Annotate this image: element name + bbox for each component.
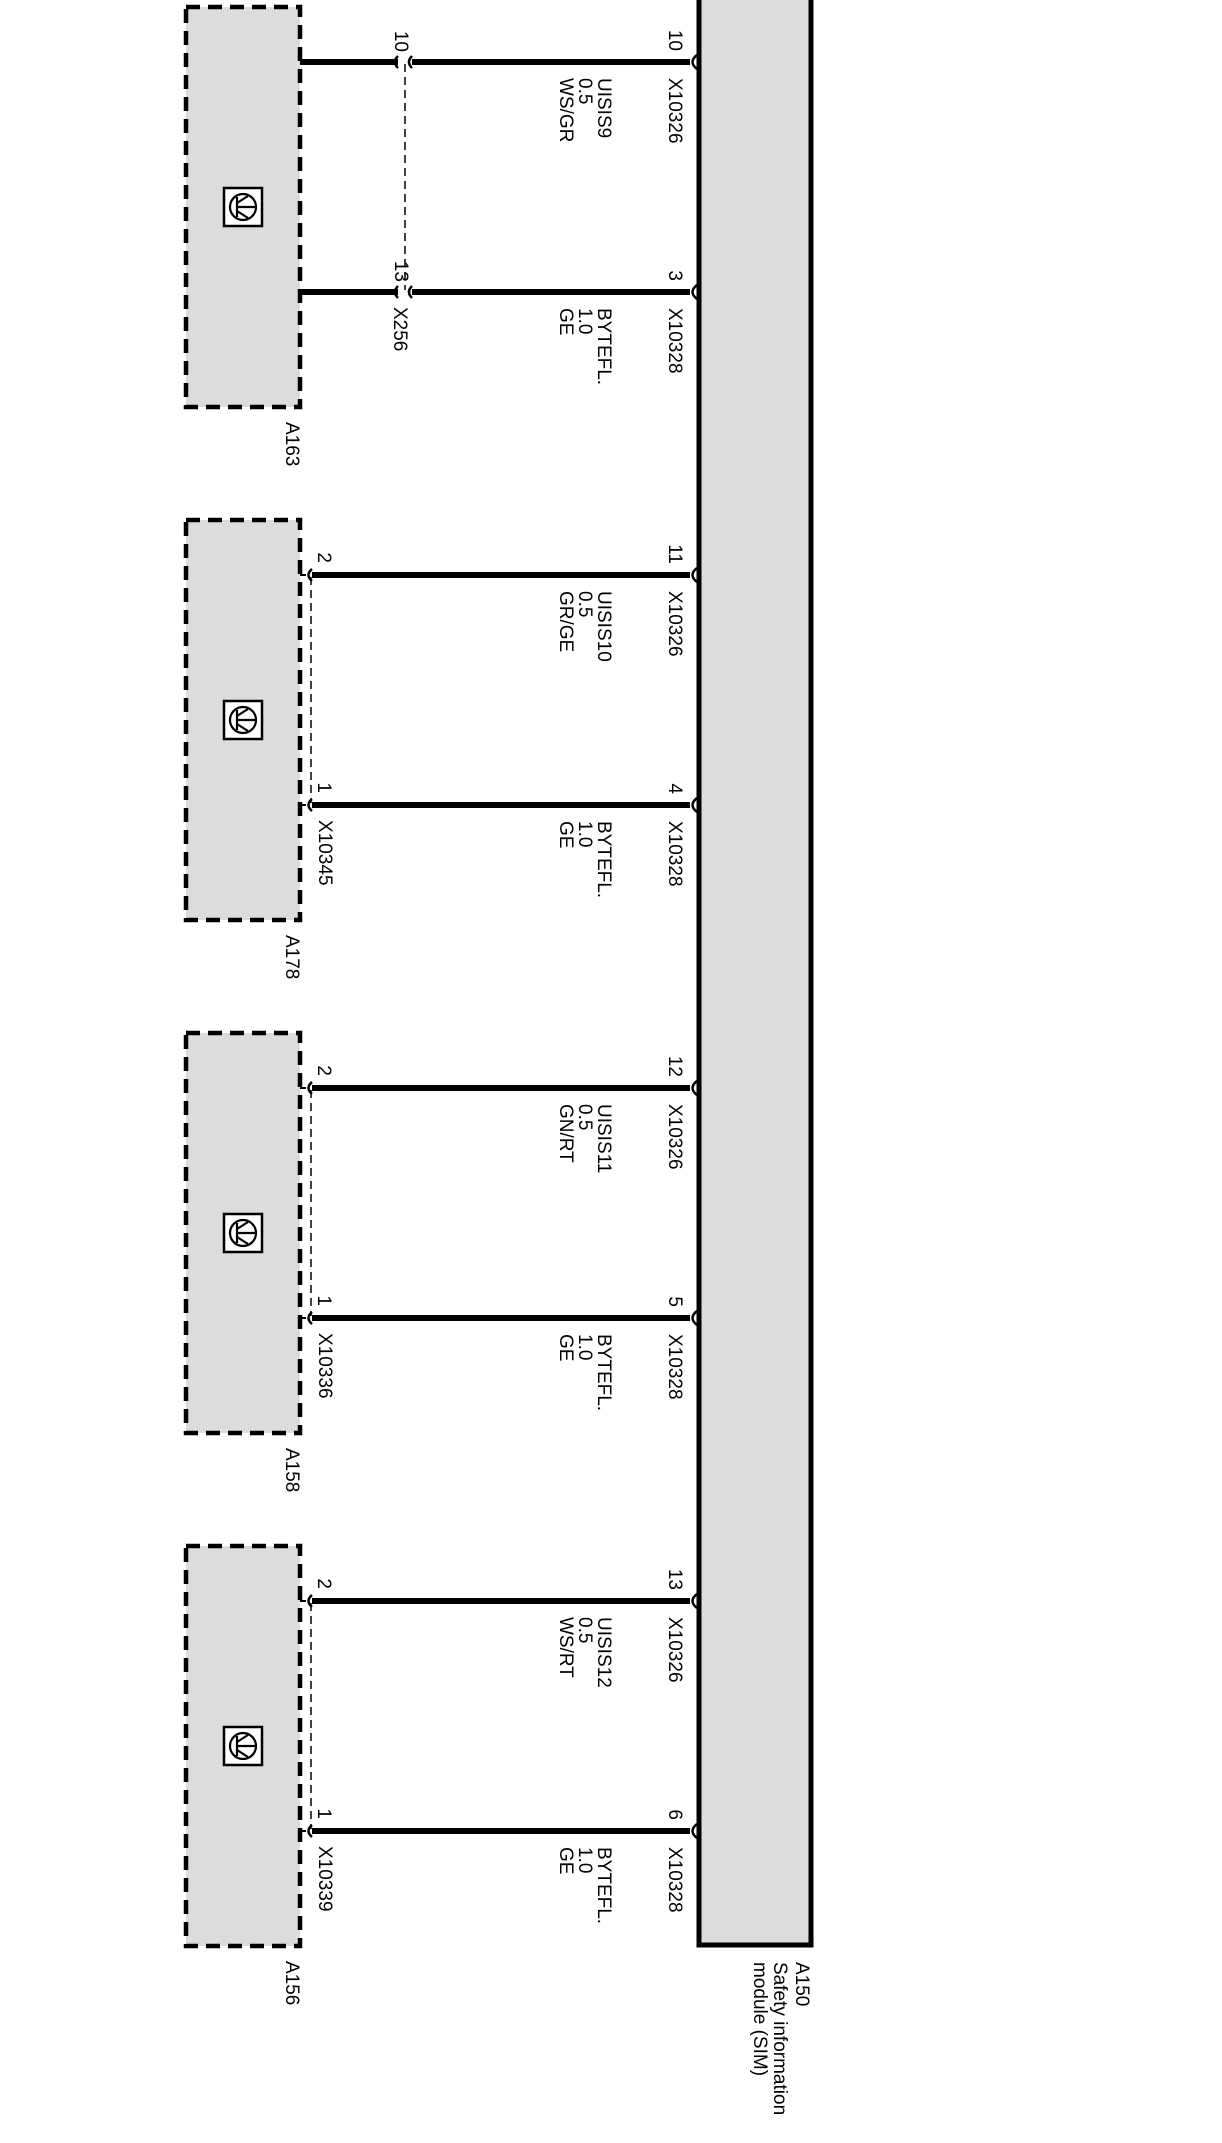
wire-color: GE	[555, 1334, 576, 1361]
module-pin-number: 13	[664, 1569, 685, 1590]
wire-color: GR/GE	[555, 591, 576, 652]
wire-label: UISIS12	[593, 1617, 614, 1688]
module-pin-number: 11	[664, 544, 685, 564]
wire-color: WS/GR	[555, 78, 576, 142]
wire-color: WS/RT	[555, 1617, 576, 1678]
wire-size: 1.0	[574, 308, 595, 334]
component-id: A156	[281, 1961, 302, 2005]
component-pin-number: 13	[390, 261, 411, 282]
component-connector-label: X10339	[314, 1846, 335, 1912]
module-pin-number: 3	[664, 270, 685, 281]
safety-module: A150 Safety information module (SIM)	[696, 0, 814, 2115]
component-id: A158	[281, 1448, 302, 1492]
module-id: A150	[791, 1962, 812, 2006]
module-pin-number: 10	[664, 30, 685, 51]
wire-label: BYTEFL.	[593, 1847, 614, 1924]
component-id: A178	[281, 935, 302, 979]
wire-size: 0.5	[574, 78, 595, 104]
component-pin-number: 2	[313, 1578, 334, 1589]
wire-size: 1.0	[574, 1847, 595, 1873]
module-connector-label: X10328	[664, 308, 685, 374]
satellite-sensor-icon	[222, 1725, 264, 1767]
component-pin-number: 1	[313, 1295, 334, 1306]
wire-label: UISIS10	[593, 591, 614, 662]
component-pin-number: 2	[313, 552, 334, 563]
wire-label: BYTEFL.	[593, 1334, 614, 1411]
component-connector-label: X10345	[314, 820, 335, 886]
component-pin-number: 10	[390, 31, 411, 52]
wire-size: 1.0	[574, 1334, 595, 1360]
wire-size: 0.5	[574, 591, 595, 617]
module-name-line-1: Safety information	[769, 1962, 790, 2115]
module-connector-label: X10326	[664, 1617, 685, 1683]
module-pin-number: 12	[664, 1056, 685, 1077]
module-connector-label: X10328	[664, 1847, 685, 1913]
wire-color: GE	[555, 821, 576, 848]
module-connector-label: X10326	[664, 78, 685, 144]
module-pin-number: 4	[664, 783, 685, 794]
wire-label: BYTEFL.	[593, 308, 614, 385]
component-pin-number: 1	[313, 782, 334, 793]
component-connector-label: X10336	[314, 1333, 335, 1399]
module-pin-number: 6	[664, 1809, 685, 1820]
wire-label: UISIS11	[593, 1104, 614, 1173]
component-pin-number: 1	[313, 1808, 334, 1819]
wire-label: BYTEFL.	[593, 821, 614, 898]
wire-color: GE	[555, 1847, 576, 1874]
satellite-sensor-icon	[222, 1212, 264, 1254]
module-name-line-2: module (SIM)	[749, 1962, 770, 2076]
wire-color: GN/RT	[555, 1104, 576, 1163]
module-connector-label: X10328	[664, 1334, 685, 1400]
module-connector-label: X10328	[664, 821, 685, 887]
component-id: A163	[281, 422, 302, 466]
wire-label: UISIS9	[593, 78, 614, 138]
module-pin-number: 5	[664, 1296, 685, 1307]
wire-color: GE	[555, 308, 576, 335]
module-connector-label: X10326	[664, 1104, 685, 1170]
module-connector-label: X10326	[664, 591, 685, 657]
component-pin-number: 2	[313, 1065, 334, 1076]
satellite-sensor-icon	[222, 699, 264, 741]
wire-size: 0.5	[574, 1104, 595, 1130]
module-box	[696, 0, 814, 1948]
wire-size: 1.0	[574, 821, 595, 847]
wire-size: 0.5	[574, 1617, 595, 1643]
component-connector-label: X256	[389, 307, 410, 351]
satellite-sensor-icon	[222, 186, 264, 228]
